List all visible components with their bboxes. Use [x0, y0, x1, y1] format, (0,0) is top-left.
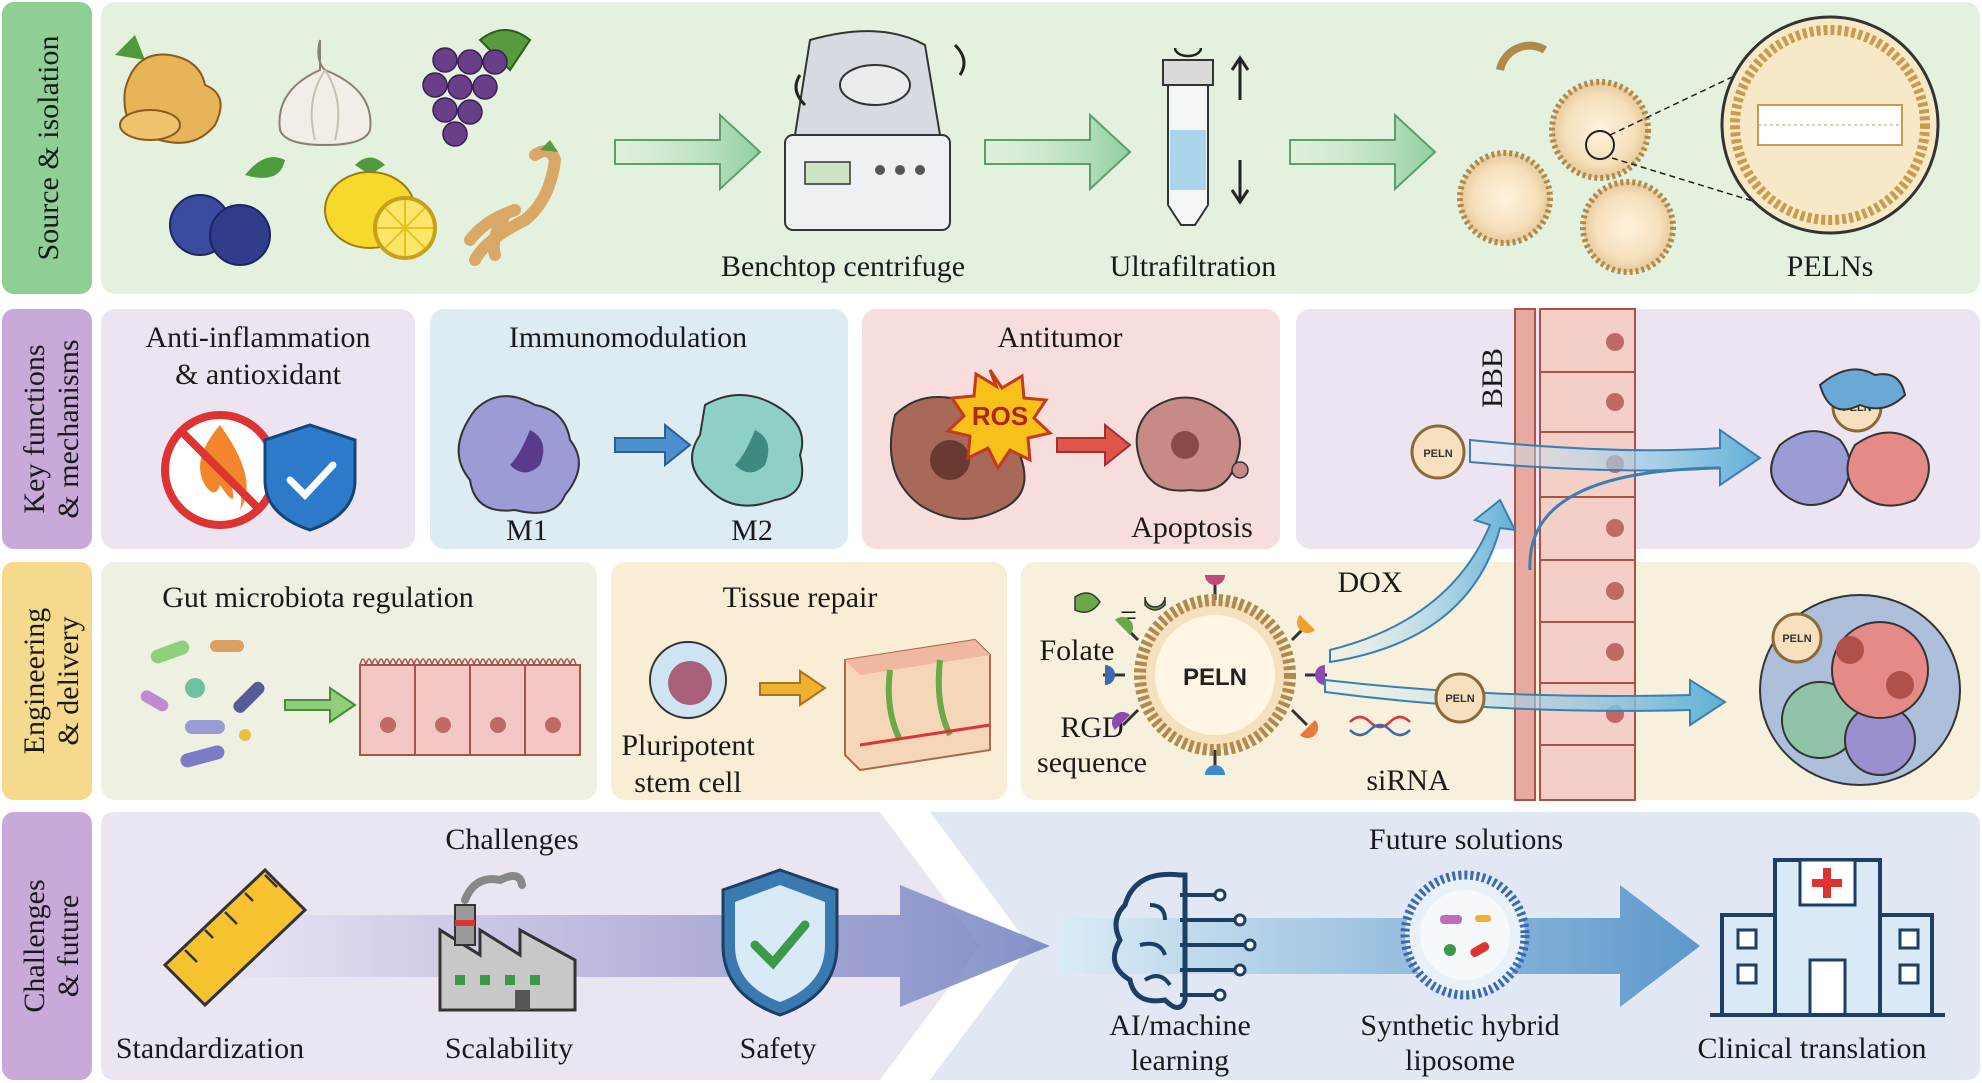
future-band-arrow	[1060, 885, 1700, 1007]
label-folate: Folate	[1040, 634, 1115, 667]
panel-bbb	[1296, 309, 1980, 549]
row-label-engineering-2: & delivery	[52, 616, 85, 745]
label-standardization: Standardization	[116, 1032, 304, 1065]
row-label-challenges-2: & future	[52, 895, 85, 997]
targeted-peln-icon: PELN	[1103, 575, 1327, 775]
row-label-bg-source	[2, 2, 92, 294]
row-label-challenges-1: Challenges	[18, 879, 51, 1012]
m1-macrophage-icon	[457, 395, 580, 514]
peln-label-4: PELN	[1782, 633, 1811, 645]
plant-sources	[115, 29, 562, 266]
safety-shield-icon	[721, 868, 839, 1017]
m2-macrophage-icon	[691, 394, 804, 507]
row-label-bg-engineering	[2, 562, 92, 800]
hospital-icon	[1710, 858, 1945, 1017]
folate-receptor-icon	[1144, 596, 1166, 611]
peln-main-label: PELN	[1183, 664, 1247, 691]
label-antitumor: Antitumor	[998, 321, 1123, 354]
ligand-legend: =	[1074, 592, 1166, 632]
label-hybrid-2: liposome	[1405, 1044, 1515, 1077]
label-gut: Gut microbiota regulation	[162, 581, 474, 614]
microbiota-icon	[140, 640, 265, 768]
bbb-cross-arrow	[1469, 428, 1762, 571]
label-future-title: Future solutions	[1369, 823, 1563, 856]
process-arrow-1	[614, 112, 762, 192]
label-m2: M2	[731, 514, 773, 547]
label-stem-2: stem cell	[634, 766, 741, 799]
polarization-arrow	[614, 422, 692, 468]
skin-tissue-icon	[844, 638, 991, 772]
label-m1: M1	[506, 514, 548, 547]
grapes-icon	[422, 29, 532, 147]
garlic-icon	[278, 39, 372, 147]
row-label-bg-functions	[2, 309, 92, 549]
bbb-barrier	[1514, 308, 1636, 801]
label-antiinflammation-1: Anti-inflammation	[146, 321, 371, 354]
sirna-icon	[1349, 715, 1411, 737]
label-safety: Safety	[740, 1032, 817, 1065]
row-label-engineering-1: Engineering	[18, 608, 51, 755]
apoptotic-cell-icon	[1135, 396, 1249, 492]
label-scalability: Scalability	[445, 1032, 573, 1065]
row-label-functions-1: Key functions	[18, 344, 51, 513]
stem-cell-icon	[649, 641, 727, 719]
brain-cells-icon	[1770, 368, 1930, 507]
label-clinical: Clinical translation	[1697, 1032, 1926, 1065]
folate-ligand-icon	[1074, 592, 1101, 613]
label-sirna: siRNA	[1366, 764, 1450, 797]
peln-label-3: PELN	[1445, 693, 1474, 705]
ruler-icon	[162, 867, 308, 1008]
label-challenges-title: Challenges	[445, 823, 578, 856]
ai-brain-icon	[1111, 871, 1257, 1010]
label-ultrafiltration: Ultrafiltration	[1110, 250, 1277, 283]
row-label-source: Source & isolation	[32, 36, 65, 261]
label-apoptosis: Apoptosis	[1131, 511, 1253, 544]
label-hybrid-1: Synthetic hybrid	[1360, 1009, 1559, 1042]
hybrid-liposome-icon	[1400, 870, 1530, 1000]
ginseng-icon	[464, 140, 562, 266]
peln-particle-tumor-2: PELN	[1771, 612, 1823, 664]
centrifuge-icon	[784, 30, 966, 231]
shield-check-icon	[263, 423, 357, 532]
tissue-repair-arrow	[759, 669, 827, 707]
peln-label-1: PELN	[1423, 448, 1452, 460]
label-pelns: PELNs	[1787, 250, 1874, 283]
intestinal-epithelium-icon	[359, 658, 581, 756]
pelns-vesicles	[1457, 15, 1940, 275]
no-fire-icon	[161, 411, 279, 529]
row-label-bg-challenges	[2, 812, 92, 1080]
row-label-functions-2: & mechanisms	[52, 339, 85, 518]
ultrafiltration-icon	[1162, 47, 1250, 226]
label-bbb: BBB	[1476, 348, 1509, 408]
label-ai-1: AI/machine	[1109, 1009, 1251, 1042]
label-dox: DOX	[1338, 566, 1403, 599]
label-ai-2: learning	[1131, 1044, 1229, 1077]
label-tissue: Tissue repair	[723, 581, 878, 614]
gut-arrow	[284, 686, 357, 724]
process-arrow-3	[1289, 112, 1437, 192]
apoptosis-arrow	[1056, 422, 1132, 468]
process-arrow-2	[984, 112, 1132, 192]
dox-delivery-arrow	[1329, 498, 1517, 664]
ros-burst-icon: ROS	[944, 369, 1054, 471]
lemon-icon	[324, 157, 437, 260]
peln-particle-brain-1: PELN	[1410, 424, 1466, 480]
label-immunomodulation: Immunomodulation	[509, 321, 747, 354]
peln-particle-tumor-1: PELN	[1434, 672, 1486, 724]
label-stem-1: Pluripotent	[621, 729, 755, 762]
ginger-icon	[115, 35, 222, 144]
label-rgd-2: sequence	[1037, 746, 1147, 779]
label-antiinflammation-2: & antioxidant	[175, 358, 341, 391]
label-rgd-1: RGD	[1060, 711, 1123, 744]
factory-icon	[438, 872, 577, 1012]
ros-label: ROS	[972, 401, 1028, 431]
blueberries-icon	[169, 157, 285, 266]
label-centrifuge: Benchtop centrifuge	[721, 250, 965, 283]
